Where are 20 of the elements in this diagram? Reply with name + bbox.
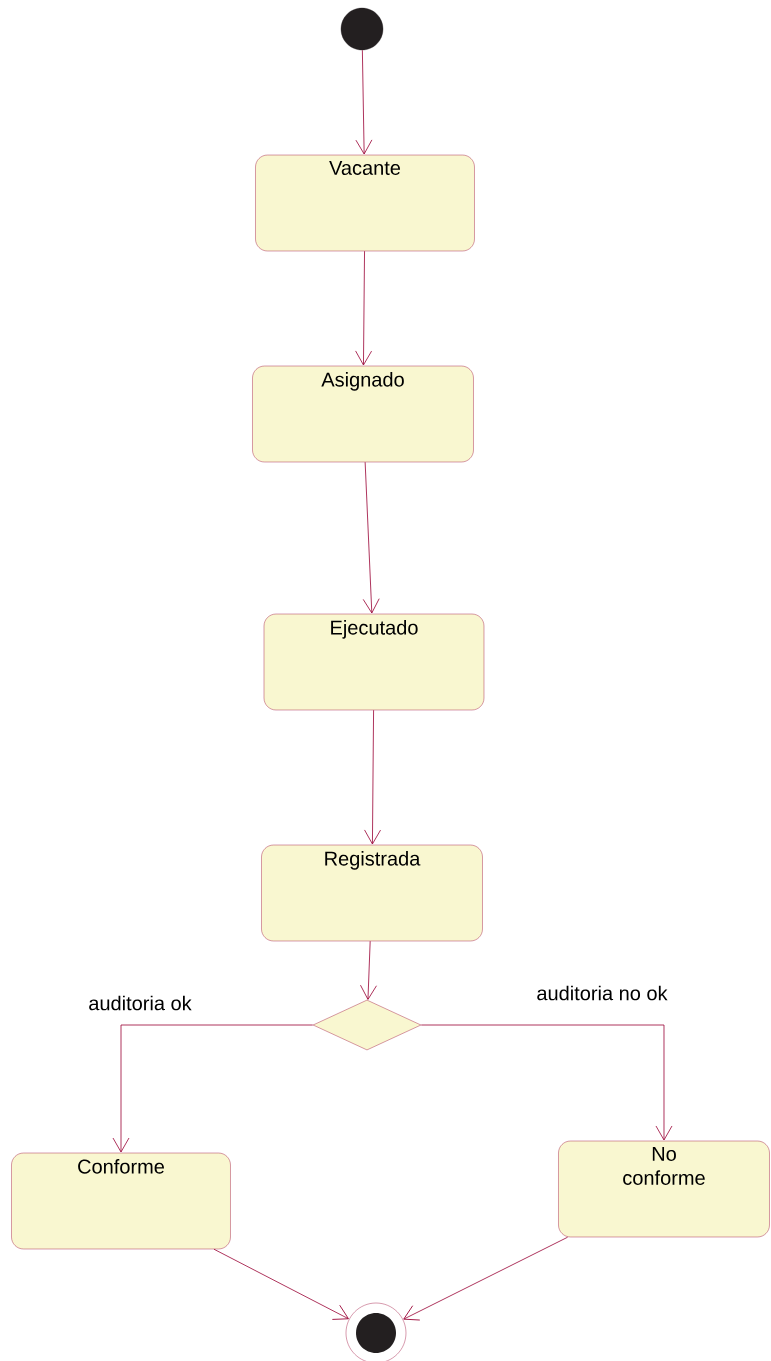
state-box: Ejecutado <box>263 613 485 711</box>
arrow <box>362 461 380 614</box>
end-bullseye <box>345 1302 407 1361</box>
arrow <box>112 1024 314 1153</box>
start-dot <box>340 7 384 51</box>
arrow <box>355 49 373 155</box>
edge-label: auditoria no ok <box>535 984 669 1002</box>
state-box: Asignado <box>252 365 474 463</box>
arrow <box>364 709 381 845</box>
arrow <box>420 1024 673 1141</box>
arrow <box>360 940 377 1000</box>
decision-diamond <box>312 999 422 1051</box>
state-box: No conforme <box>558 1140 770 1238</box>
arrow <box>403 1236 569 1321</box>
arrow <box>213 1248 349 1320</box>
state-box: Registrada <box>261 844 483 942</box>
state-box: Vacante <box>255 154 475 252</box>
state-box: Conforme <box>11 1152 231 1250</box>
edge-label: auditoria ok <box>87 994 193 1012</box>
arrow <box>355 250 372 366</box>
